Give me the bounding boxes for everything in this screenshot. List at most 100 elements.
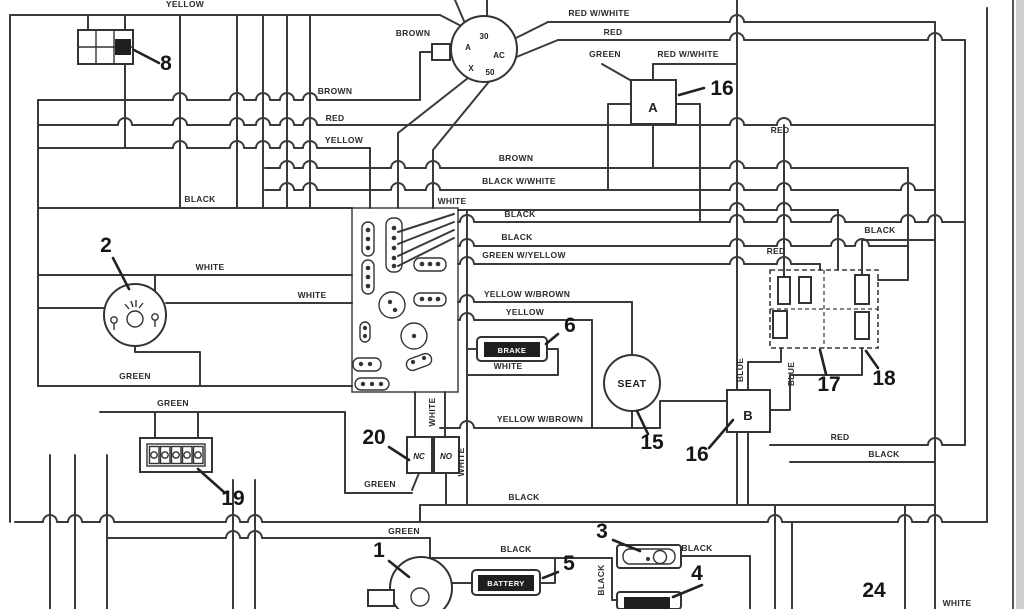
wire-color-label: BLACK xyxy=(504,209,536,219)
bulb-icon xyxy=(126,310,144,328)
callout-number: 15 xyxy=(640,431,664,454)
wire xyxy=(397,77,469,134)
wire xyxy=(466,348,559,376)
callout-leader xyxy=(818,348,828,376)
relay-b: B xyxy=(726,389,771,433)
wire-color-label: YELLOW W/BROWN xyxy=(484,289,570,299)
wire xyxy=(675,103,701,223)
wire-color-label: WHITE xyxy=(943,598,972,608)
callout-leader xyxy=(196,467,227,495)
battery-label: BATTERY xyxy=(487,579,524,588)
wire-color-label: BLACK xyxy=(596,564,606,596)
no-label: NO xyxy=(440,452,453,461)
callout-number: 20 xyxy=(362,426,385,449)
wire xyxy=(659,400,728,429)
wire-color-label: WHITE xyxy=(438,196,467,206)
wire-color-label: RED W/WHITE xyxy=(657,49,718,59)
bus-wire xyxy=(106,530,431,539)
indicator-light-2 xyxy=(103,283,167,347)
solenoid-3 xyxy=(616,544,682,569)
callout-leader xyxy=(544,332,560,346)
wire-color-label: BLACK W/WHITE xyxy=(482,176,556,186)
wire-color-label: RED xyxy=(604,27,623,37)
bus-wire xyxy=(37,140,371,149)
wire xyxy=(397,213,455,233)
engine-magneto-1 xyxy=(367,556,453,609)
wire-color-label: WHITE xyxy=(494,361,523,371)
bus-wire xyxy=(439,420,661,429)
bus-wire xyxy=(457,256,821,265)
wire xyxy=(539,557,556,584)
wire-color-label: RED xyxy=(326,113,345,123)
callout-number: 18 xyxy=(872,367,896,390)
filled-cell xyxy=(115,39,131,55)
wire xyxy=(607,103,631,191)
nc-no-switch-20: NC NO xyxy=(406,436,460,474)
callout-number: 6 xyxy=(564,314,576,337)
wire xyxy=(397,237,455,267)
wire-color-label: GREEN xyxy=(364,479,396,489)
wire-color-label: YELLOW xyxy=(506,307,545,317)
wire-color-label: BROWN xyxy=(318,86,353,96)
bus-wire xyxy=(264,182,936,191)
scan-edge xyxy=(1012,0,1024,609)
bus-wire xyxy=(457,312,593,321)
callout-number: 8 xyxy=(160,52,172,75)
wire-color-label: GREEN W/YELLOW xyxy=(482,250,566,260)
wire-color-label: GREEN xyxy=(157,398,189,408)
wire-color-label: GREEN xyxy=(119,371,151,381)
callout-number: 3 xyxy=(596,520,608,543)
bus-wire xyxy=(457,294,633,303)
wire-color-label: BROWN xyxy=(499,153,534,163)
wire xyxy=(511,21,549,41)
wire-color-label: BLACK xyxy=(500,544,532,554)
wire-color-label: RED xyxy=(767,246,786,256)
connector-panel xyxy=(351,207,459,393)
wires-layer xyxy=(9,0,988,609)
callout-leader xyxy=(677,86,706,97)
wire xyxy=(397,229,455,257)
wire xyxy=(432,77,493,151)
callout-number: 16 xyxy=(685,443,708,466)
callout-leader xyxy=(864,349,880,370)
wire-color-label: BLACK xyxy=(868,449,900,459)
callout-leader xyxy=(387,559,411,579)
wire-color-label: YELLOW xyxy=(325,135,364,145)
wire-color-label: RED xyxy=(771,125,790,135)
relay-a-letter: A xyxy=(648,100,658,115)
callout-leader xyxy=(111,256,131,291)
bus-wire xyxy=(14,514,988,523)
wire-color-label: WHITE xyxy=(427,398,437,427)
callout-number: 17 xyxy=(817,373,840,396)
callout-number: 24 xyxy=(862,579,886,602)
connector-17-18 xyxy=(769,269,879,349)
wire-color-label: WHITE xyxy=(298,290,327,300)
wire-color-label: WHITE xyxy=(196,262,225,272)
seat-switch: SEAT xyxy=(603,354,661,412)
terminal-50: 50 xyxy=(486,68,495,77)
callout-number: 2 xyxy=(100,234,112,257)
callout-leader xyxy=(707,418,735,450)
module-6: BRAKE xyxy=(476,336,548,362)
callout-leader xyxy=(611,538,642,553)
terminal-x: X xyxy=(468,64,474,73)
wire xyxy=(419,51,433,101)
wire xyxy=(769,347,863,411)
bus-wire xyxy=(769,437,966,446)
wire-color-label: BLUE xyxy=(786,362,796,386)
ignition-switch: 30 A AC X 50 xyxy=(431,15,518,83)
bus-wire xyxy=(457,238,909,247)
wire-color-label: YELLOW W/BROWN xyxy=(497,414,583,424)
bus-wire xyxy=(37,92,421,101)
component-4 xyxy=(616,591,682,609)
callout-number: 19 xyxy=(221,487,244,510)
wire xyxy=(411,472,420,491)
terminal-30: 30 xyxy=(480,32,489,41)
bus-wire xyxy=(557,32,966,41)
callout-leader xyxy=(387,445,411,462)
wire xyxy=(397,221,455,245)
wire-color-label: RED W/WHITE xyxy=(568,8,629,18)
